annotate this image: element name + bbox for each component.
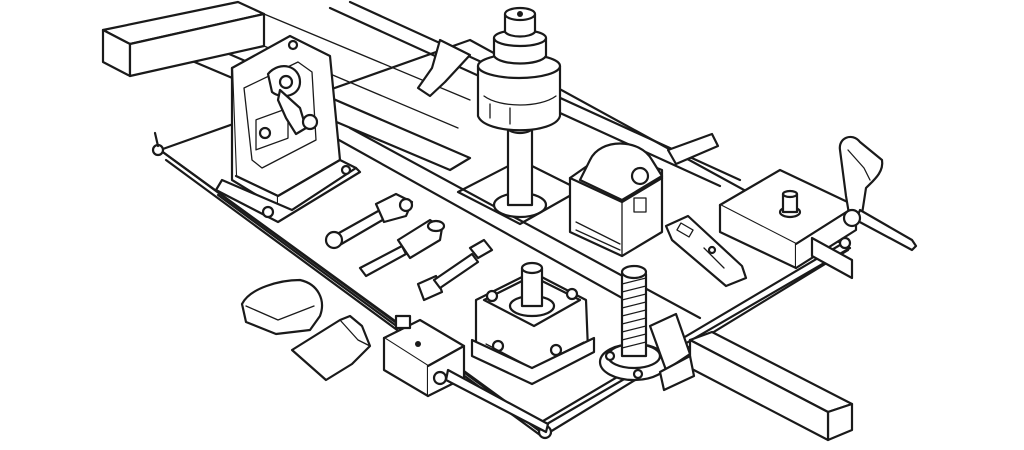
bracket-icon [214,34,362,224]
clamp-block-icon [666,132,918,280]
pad-icon [240,278,324,336]
cylinder-post-icon [416,6,582,226]
rail-icon [688,330,854,442]
lock-box-icon [568,142,664,258]
threaded-screw-icon [598,264,696,392]
pad-icon [290,314,372,382]
link-plate-icon [664,214,748,288]
tool-icon [324,192,414,250]
terminal-block-icon [382,314,550,434]
gear-mount-icon [470,261,596,386]
tool-icon [416,238,494,302]
tool-icon [358,218,446,278]
